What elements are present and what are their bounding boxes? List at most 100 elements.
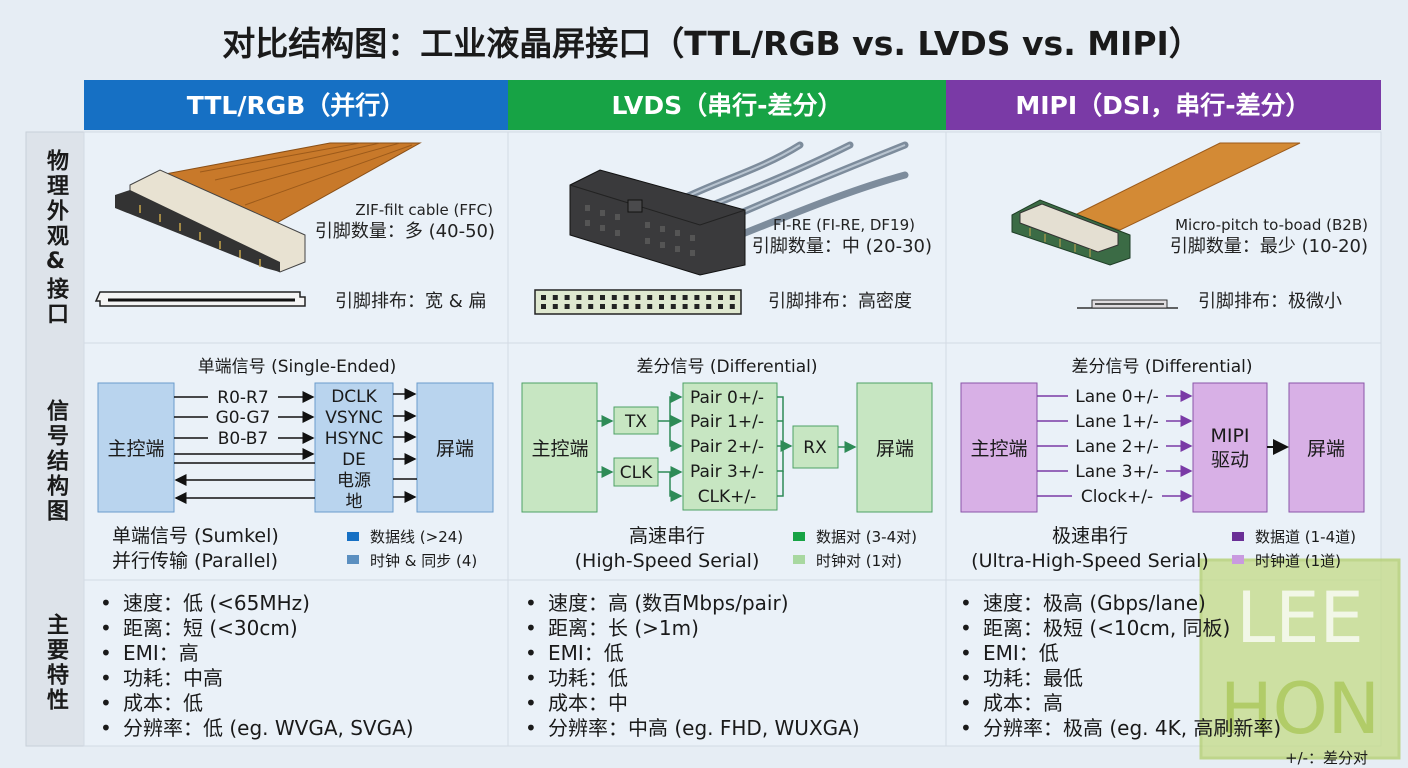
pin [635, 304, 641, 309]
pin [623, 304, 629, 309]
svg-text:主控端: 主控端 [531, 438, 588, 460]
ttl-pin-layout: 引脚排布：宽 & 扁 [335, 291, 486, 312]
pin [647, 304, 653, 309]
svg-text:驱动: 驱动 [1211, 449, 1249, 471]
pin [659, 304, 664, 309]
lvds-pin-count: 引脚数量：中 (20-30) [752, 236, 932, 257]
feature-item: 速度：极高 (Gbps/lane) [983, 591, 1206, 615]
ffc-zif-connector-icon [115, 142, 422, 273]
bullet-icon: • [525, 616, 537, 640]
svg-text:屏端: 屏端 [1307, 438, 1345, 460]
feature-item: 距离：短 (<30cm) [123, 616, 298, 640]
pin [600, 295, 605, 300]
page-title: 对比结构图：工业液晶屏接口（TTL/RGB vs. LVDS vs. MIPI） [222, 24, 1202, 63]
svg-text:MIPI: MIPI [1210, 425, 1249, 447]
pin [588, 295, 594, 300]
svg-text:数据道 (1-4道): 数据道 (1-4道) [1255, 528, 1356, 546]
features-lists: •速度：低 (<65MHz)•距离：短 (<30cm)•EMI：高•功耗：中高•… [100, 591, 1281, 740]
pin [588, 304, 594, 309]
ttl-screen-label: 屏端 [436, 438, 474, 460]
bullet-icon: • [960, 666, 972, 690]
feature-item: 功耗：低 [548, 666, 628, 690]
pin [729, 304, 735, 309]
header-mipi [946, 80, 1381, 130]
pin [611, 304, 617, 309]
svg-text:高速串行: 高速串行 [629, 525, 705, 547]
bullet-icon: • [100, 616, 112, 640]
pin [729, 295, 735, 300]
svg-text:极速串行: 极速串行 [1052, 525, 1128, 547]
pin [670, 295, 676, 300]
feature-item: 距离：极短 (<10cm, 同板) [983, 616, 1230, 640]
pin [718, 304, 723, 309]
svg-text:时钟道 (1道): 时钟道 (1道) [1255, 552, 1341, 570]
ttl-legend-data-swatch [347, 532, 359, 541]
b2b-connector-icon [1011, 142, 1301, 266]
ffc-pin-layout-icon [94, 291, 306, 307]
feature-item: 成本：中 [548, 691, 628, 715]
feature-item: EMI：低 [983, 641, 1059, 665]
svg-text:LEE: LEE [1236, 577, 1363, 659]
pin [682, 295, 688, 300]
mipi-pin-layout: 引脚排布：极微小 [1198, 291, 1342, 312]
lvds-signal-diagram: 差分信号 (Differential) 主控端 屏端 TX CLK RX Pai… [521, 357, 933, 572]
feature-item: 分辨率：低 (eg. WVGA, SVGA) [123, 716, 414, 740]
svg-text:VSYNC: VSYNC [325, 408, 382, 428]
footnote: +/-：差分对 [1285, 749, 1368, 767]
pin [600, 304, 605, 309]
row-label-features: 主要特性 [43, 613, 68, 713]
svg-text:DCLK: DCLK [331, 387, 377, 407]
pin [541, 295, 546, 300]
feature-item: 分辨率：极高 (eg. 4K, 高刷新率) [983, 716, 1281, 740]
bullet-icon: • [960, 691, 972, 715]
svg-text:(Ultra-High-Speed Serial): (Ultra-High-Speed Serial) [971, 550, 1209, 572]
pin [576, 304, 582, 309]
ttl-line-r: R0-R7 [217, 388, 268, 408]
svg-text:Pair 0+/-: Pair 0+/- [690, 388, 764, 408]
mipi-pin-count: 引脚数量：最少 (10-20) [1170, 236, 1368, 257]
pin [659, 295, 664, 300]
svg-text:Pair 3+/-: Pair 3+/- [690, 462, 764, 482]
pin [576, 295, 582, 300]
ttl-pin-count: 引脚数量：多 (40-50) [315, 221, 495, 242]
mipi-signal-diagram: 差分信号 (Differential) 主控端 屏端 MIPI 驱动 Lane … [960, 357, 1365, 572]
svg-text:TX: TX [624, 412, 647, 432]
svg-text:Lane 0+/-: Lane 0+/- [1075, 387, 1158, 407]
ttl-bottom-1: 单端信号 (Sumkel) [112, 525, 279, 547]
pin [623, 295, 629, 300]
svg-text:主控端: 主控端 [970, 438, 1027, 460]
lvds-signal-title: 差分信号 (Differential) [636, 357, 817, 377]
lvds-connector-name: FI-RE (FI-RE, DF19) [773, 216, 915, 234]
ttl-signal-title: 单端信号 (Single-Ended) [198, 357, 397, 377]
svg-text:数据对 (3-4对): 数据对 (3-4对) [816, 528, 917, 546]
pin [564, 295, 570, 300]
svg-text:屏端: 屏端 [876, 438, 914, 460]
bullet-icon: • [960, 641, 972, 665]
pin [635, 295, 641, 300]
ttl-host-box [97, 382, 175, 513]
leehon-watermark-logo: LEE HON [1199, 558, 1401, 760]
bullet-icon: • [960, 616, 972, 640]
svg-text:CLK+/-: CLK+/- [698, 487, 757, 507]
bullet-icon: • [100, 641, 112, 665]
svg-text:CLK: CLK [620, 463, 653, 483]
bullet-icon: • [100, 591, 112, 615]
svg-text:DE: DE [342, 450, 366, 470]
feature-item: 功耗：中高 [123, 666, 223, 690]
feature-item: 功耗：最低 [983, 666, 1083, 690]
ttl-line-g: G0-G7 [216, 408, 271, 428]
ttl-host-label: 主控端 [107, 438, 164, 460]
feature-item: EMI：低 [548, 641, 624, 665]
row-label-physical: 物理外观&接口 [43, 148, 68, 327]
pin [706, 304, 712, 309]
svg-text:Pair 2+/-: Pair 2+/- [690, 437, 764, 457]
svg-text:(High-Speed Serial): (High-Speed Serial) [575, 550, 760, 572]
svg-text:时钟 & 同步 (4): 时钟 & 同步 (4) [370, 552, 477, 570]
bullet-icon: • [960, 716, 972, 740]
feature-item: 分辨率：中高 (eg. FHD, WUXGA) [548, 716, 860, 740]
svg-text:Lane 3+/-: Lane 3+/- [1075, 462, 1158, 482]
ttl-screen-box [416, 382, 494, 513]
pin [706, 295, 712, 300]
pin [541, 304, 546, 309]
